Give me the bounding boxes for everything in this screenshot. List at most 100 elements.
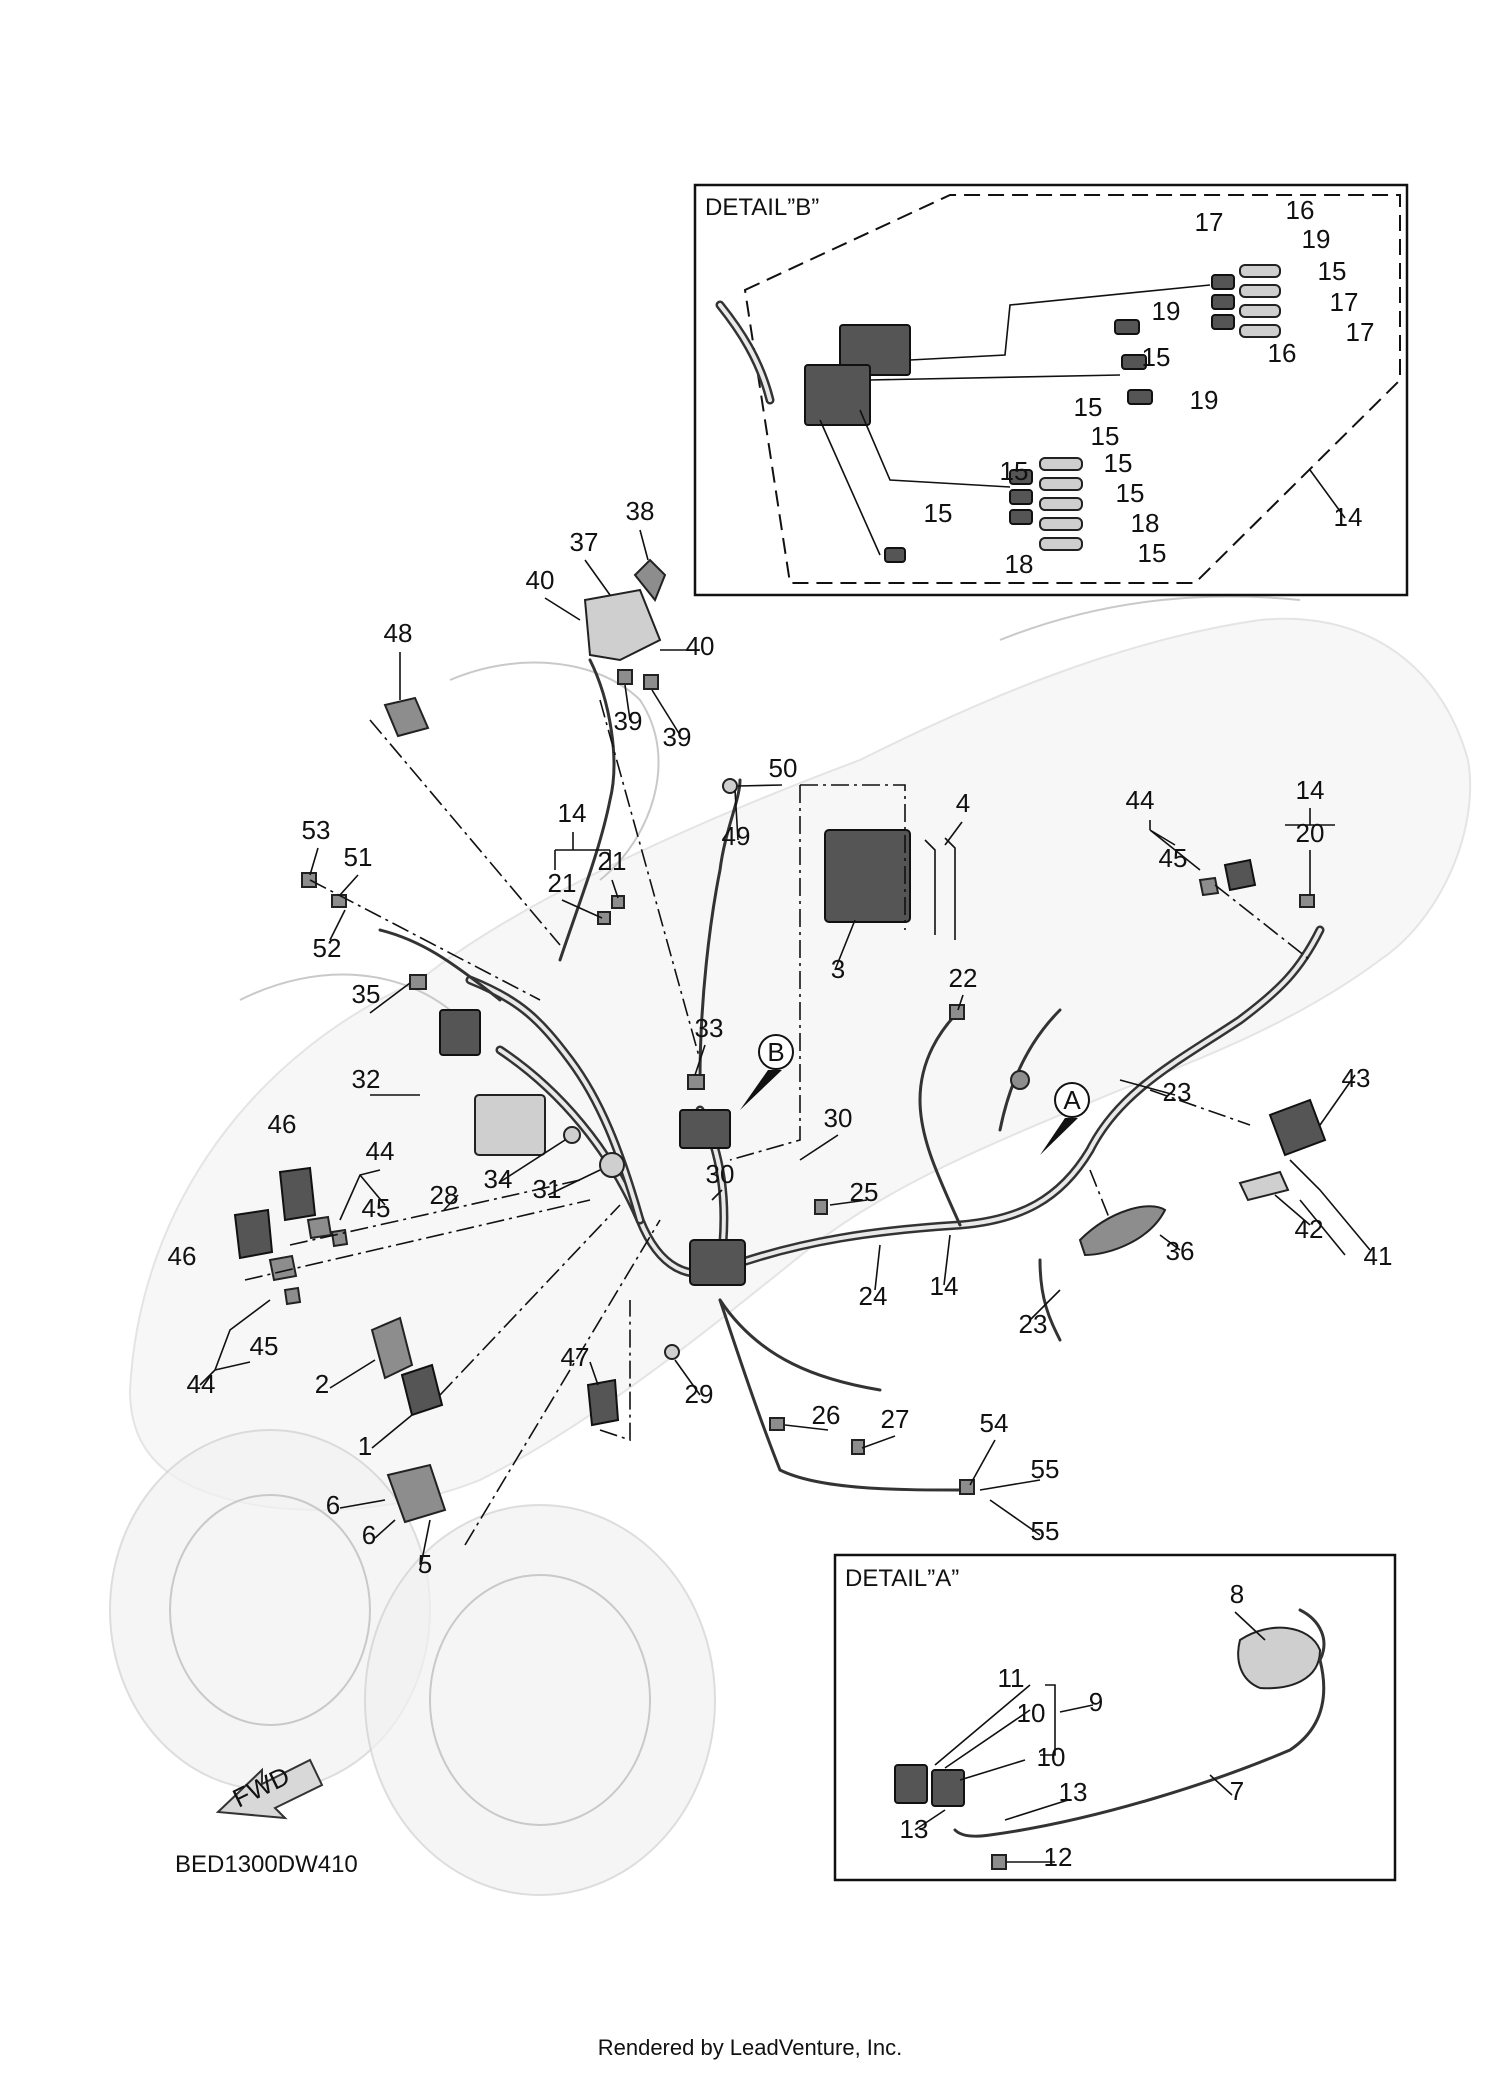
detail-b-part-label: 15 xyxy=(1116,478,1145,508)
main-part-label: 39 xyxy=(663,722,692,752)
main-part-label: 23 xyxy=(1163,1077,1192,1107)
main-part-label: 20 xyxy=(1296,818,1325,848)
detail-a-part-label: 8 xyxy=(1230,1579,1244,1609)
main-part-label: 4 xyxy=(956,788,970,818)
detail-a-part-label: 10 xyxy=(1017,1698,1046,1728)
main-part-label: 14 xyxy=(930,1271,959,1301)
detail-b-part-label: 15 xyxy=(1000,456,1029,486)
callout-a-label: A xyxy=(1063,1085,1081,1115)
clip-45-right xyxy=(1198,876,1220,897)
main-part-label: 53 xyxy=(302,815,331,845)
detail-a-clip-12 xyxy=(991,1854,1007,1870)
detail-b-part-label: 15 xyxy=(1142,342,1171,372)
clip-35 xyxy=(409,974,427,990)
detail-b-part-label: 18 xyxy=(1005,549,1034,579)
detail-a-relay-right xyxy=(931,1769,965,1807)
main-part-label: 30 xyxy=(824,1103,853,1133)
detail-b-part-label: 17 xyxy=(1330,287,1359,317)
main-part-label: 37 xyxy=(570,527,599,557)
detail-b-part-label: 15 xyxy=(924,498,953,528)
clip-22 xyxy=(949,1004,965,1020)
part-48 xyxy=(383,696,430,738)
main-part-label: 49 xyxy=(722,821,751,851)
callout-b-label: B xyxy=(767,1037,784,1067)
main-part-label: 33 xyxy=(695,1013,724,1043)
detail-b-panel: DETAIL”B” xyxy=(693,183,1409,597)
main-part-label: 41 xyxy=(1364,1241,1393,1271)
main-part-label: 21 xyxy=(548,868,577,898)
main-part-label: 45 xyxy=(250,1331,279,1361)
sensor-47 xyxy=(586,1378,620,1427)
detail-b-part-label: 15 xyxy=(1104,448,1133,478)
detail-a-panel: DETAIL”A” xyxy=(833,1553,1397,1882)
relay-46-lower xyxy=(233,1208,274,1260)
detail-b-fuse-stack-right xyxy=(1211,264,1281,338)
detail-b-part-label: 15 xyxy=(1318,256,1347,286)
clip-39a xyxy=(617,669,633,685)
main-part-label: 45 xyxy=(1159,843,1188,873)
clip-21a xyxy=(597,911,611,925)
clip-27 xyxy=(851,1439,865,1455)
main-part-label: 40 xyxy=(686,631,715,661)
main-part-label: 23 xyxy=(1019,1309,1048,1339)
relay-block xyxy=(439,1009,481,1056)
connector-1 xyxy=(400,1363,444,1417)
detail-b-harness xyxy=(715,300,775,405)
main-parts xyxy=(233,558,1327,1524)
detail-b-part-label: 19 xyxy=(1190,385,1219,415)
part-42 xyxy=(1238,1170,1290,1202)
main-part-label: 6 xyxy=(362,1520,376,1550)
detail-a-relay-left xyxy=(894,1764,928,1804)
main-part-label: 44 xyxy=(1126,785,1155,815)
main-part-label: 14 xyxy=(1296,775,1325,805)
detail-a-part-label: 7 xyxy=(1230,1776,1244,1806)
key xyxy=(633,558,667,602)
main-part-label: 46 xyxy=(268,1109,297,1139)
clip-45-lower xyxy=(283,1286,302,1306)
main-part-label: 45 xyxy=(362,1193,391,1223)
main-part-label: 30 xyxy=(706,1159,735,1189)
main-part-label: 46 xyxy=(168,1241,197,1271)
detail-b-part-label: 16 xyxy=(1286,195,1315,225)
detail-b-fuse-box-lower xyxy=(804,364,871,426)
ecu-unit xyxy=(474,1094,546,1156)
main-part-label: 42 xyxy=(1295,1214,1324,1244)
detail-a-part-label: 12 xyxy=(1044,1842,1073,1872)
main-part-label: 28 xyxy=(430,1180,459,1210)
detail-a-cable xyxy=(953,1658,1326,1838)
connector-44-lower xyxy=(268,1254,298,1282)
main-part-label: 26 xyxy=(812,1400,841,1430)
main-part-label: 40 xyxy=(526,565,555,595)
detail-a-starter-motor xyxy=(1237,1626,1322,1690)
main-part-label: 2 xyxy=(315,1369,329,1399)
detail-b-part-label: 19 xyxy=(1152,296,1181,326)
main-part-label: 51 xyxy=(344,842,373,872)
main-part-label: 3 xyxy=(831,954,845,984)
main-part-label: 5 xyxy=(418,1549,432,1579)
main-part-label: 6 xyxy=(326,1490,340,1520)
detail-b-part-label: 15 xyxy=(1074,392,1103,422)
detail-a-part-label: 9 xyxy=(1089,1687,1103,1717)
detail-a-part-label: 10 xyxy=(1037,1742,1066,1772)
main-part-label: 48 xyxy=(384,618,413,648)
leader-lines xyxy=(199,529,1371,1571)
detail-b-part-label: 15 xyxy=(1138,538,1167,568)
main-part-label: 35 xyxy=(352,979,381,1009)
detail-b-part-label: 16 xyxy=(1268,338,1297,368)
main-part-label: 36 xyxy=(1166,1236,1195,1266)
fuse-box-b xyxy=(679,1109,731,1149)
detail-b-part-label: 15 xyxy=(1091,421,1120,451)
main-part-label: 52 xyxy=(313,933,342,963)
main-part-label: 44 xyxy=(187,1369,216,1399)
callout-b: B xyxy=(740,1034,794,1110)
main-part-label: 55 xyxy=(1031,1454,1060,1484)
detail-a-part-label: 11 xyxy=(998,1663,1025,1693)
battery xyxy=(824,829,911,923)
main-part-label: 14 xyxy=(558,798,587,828)
grommet-34 xyxy=(563,1126,581,1144)
detail-a-title: DETAIL”A” xyxy=(845,1565,959,1592)
clip-20 xyxy=(1299,894,1315,908)
